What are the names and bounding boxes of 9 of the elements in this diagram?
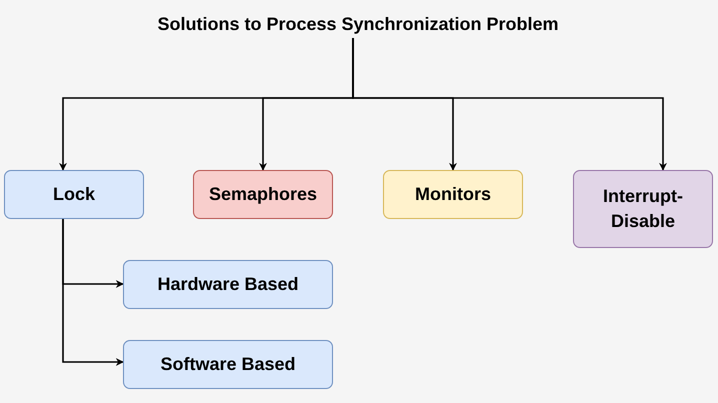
category-box: Interrupt- Disable — [573, 170, 713, 248]
connector-arrow — [62, 219, 124, 366]
diagram-title: Solutions to Process Synchronization Problem — [120, 10, 596, 38]
connector-arrow — [352, 38, 667, 171]
category-box: Semaphores — [193, 170, 333, 219]
category-box: Hardware Based — [123, 260, 333, 309]
category-box: Software Based — [123, 340, 333, 389]
category-box: Monitors — [383, 170, 523, 219]
category-box: Lock — [4, 170, 144, 219]
